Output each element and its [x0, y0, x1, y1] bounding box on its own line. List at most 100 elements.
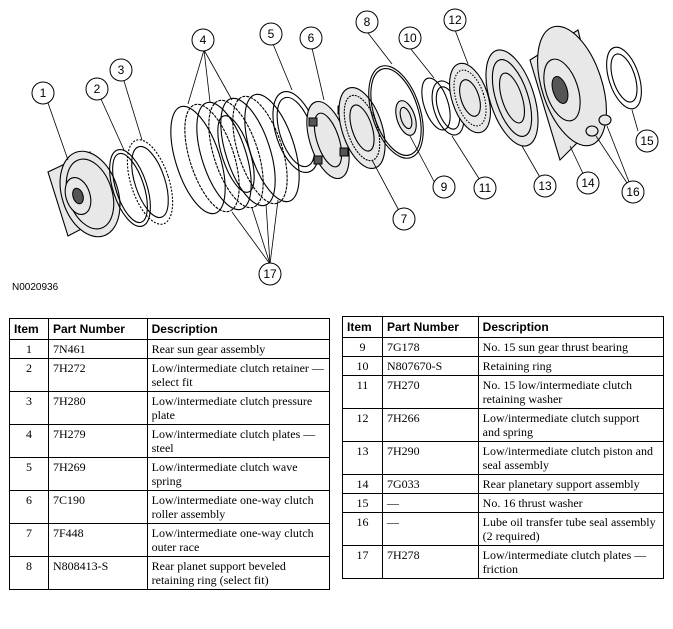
part-2-clutch-retainer [109, 149, 151, 227]
part-13-piston [485, 49, 539, 147]
cell-item: 11 [342, 375, 383, 409]
cell-description: Low/intermediate clutch piston and seal … [477, 441, 665, 475]
cell-part-number: 7G033 [381, 474, 479, 494]
cell-item: 5 [9, 457, 49, 491]
cell-description: No. 15 sun gear thrust bearing [477, 337, 665, 357]
callout-15: 15 [635, 129, 659, 153]
callout-8: 8 [355, 10, 379, 34]
callout-2: 2 [85, 77, 109, 101]
header-description: Description [146, 318, 331, 340]
callout-17: 17 [258, 262, 282, 286]
cell-description: No. 15 low/intermediate clutch retaining… [477, 375, 665, 409]
cell-item: 16 [342, 512, 383, 546]
cell-item: 3 [9, 391, 49, 425]
callout-9: 9 [432, 175, 456, 199]
cell-item: 10 [342, 356, 383, 376]
callout-16: 16 [621, 180, 645, 204]
svg-text:17: 17 [263, 267, 277, 281]
table-row: 16—Lube oil transfer tube seal assembly … [342, 512, 665, 546]
cell-part-number: — [381, 512, 479, 546]
exploded-view-diagram: 1 2 3 4 5 6 7 8 9 10 11 12 13 14 15 16 1… [31, 8, 659, 286]
table-header-row: Item Part Number Description [342, 316, 665, 338]
cell-item: 17 [342, 545, 383, 579]
svg-text:10: 10 [403, 31, 417, 45]
cell-item: 9 [342, 337, 383, 357]
cell-description: Low/intermediate clutch wave spring [146, 457, 331, 491]
cell-description: Retaining ring [477, 356, 665, 376]
part-3-pressure-plate [126, 139, 174, 225]
cell-part-number: 7H266 [381, 408, 479, 442]
parts-4-17-clutch-pack [170, 93, 300, 215]
table-header-row: Item Part Number Description [9, 318, 331, 340]
callout-10: 10 [398, 26, 422, 50]
cell-description: No. 16 thrust washer [477, 493, 665, 513]
svg-text:14: 14 [581, 176, 595, 190]
cell-item: 6 [9, 490, 49, 524]
svg-text:6: 6 [308, 31, 315, 45]
header-part-number: Part Number [47, 318, 148, 340]
cell-item: 14 [342, 474, 383, 494]
cell-description: Low/intermediate clutch plates — steel [146, 424, 331, 458]
callout-5: 5 [259, 22, 283, 46]
svg-text:7: 7 [401, 212, 408, 226]
cell-part-number: 7H279 [47, 424, 148, 458]
cell-part-number: 7H290 [381, 441, 479, 475]
cell-part-number: 7H272 [47, 358, 148, 392]
cell-description: Rear planetary support assembly [477, 474, 665, 494]
cell-part-number: 7H269 [47, 457, 148, 491]
cell-description: Low/intermediate clutch retainer — selec… [146, 358, 331, 392]
svg-text:13: 13 [538, 179, 552, 193]
svg-text:15: 15 [640, 134, 654, 148]
cell-part-number: 7H280 [47, 391, 148, 425]
cell-item: 7 [9, 523, 49, 557]
callout-13: 13 [533, 174, 557, 198]
cell-item: 8 [9, 556, 49, 590]
cell-item: 13 [342, 441, 383, 475]
part-9-thrust-bearing [395, 100, 417, 136]
cell-part-number: 7G178 [381, 337, 479, 357]
cell-description: Low/intermediate one-way clutch outer ra… [146, 523, 331, 557]
cell-part-number: 7F448 [47, 523, 148, 557]
header-description: Description [477, 316, 665, 338]
table-row: 15—No. 16 thrust washer [342, 493, 665, 513]
cell-description: Low/intermediate one-way clutch roller a… [146, 490, 331, 524]
cell-item: 15 [342, 493, 383, 513]
cell-part-number: N807670-S [381, 356, 479, 376]
svg-text:1: 1 [40, 86, 47, 100]
cell-description: Lube oil transfer tube seal assembly (2 … [477, 512, 665, 546]
svg-text:16: 16 [626, 185, 640, 199]
cell-part-number: N808413-S [47, 556, 148, 590]
cell-item: 4 [9, 424, 49, 458]
callout-4: 4 [191, 28, 215, 52]
callout-7: 7 [392, 207, 416, 231]
svg-text:8: 8 [364, 15, 371, 29]
drawing-id: N0020936 [12, 282, 59, 293]
part-15-thrust-washer [606, 46, 642, 110]
svg-text:9: 9 [441, 180, 448, 194]
svg-text:3: 3 [118, 63, 125, 77]
cell-description: Rear sun gear assembly [146, 339, 331, 359]
callout-14: 14 [576, 171, 600, 195]
cell-description: Rear planet support beveled retaining ri… [146, 556, 331, 590]
cell-description: Low/intermediate clutch plates — frictio… [477, 545, 665, 579]
part-6-roller-assembly [306, 101, 350, 179]
cell-part-number: — [381, 493, 479, 513]
header-part-number: Part Number [381, 316, 479, 338]
svg-text:5: 5 [268, 27, 275, 41]
cell-part-number: 7N461 [47, 339, 148, 359]
svg-text:11: 11 [479, 181, 492, 195]
